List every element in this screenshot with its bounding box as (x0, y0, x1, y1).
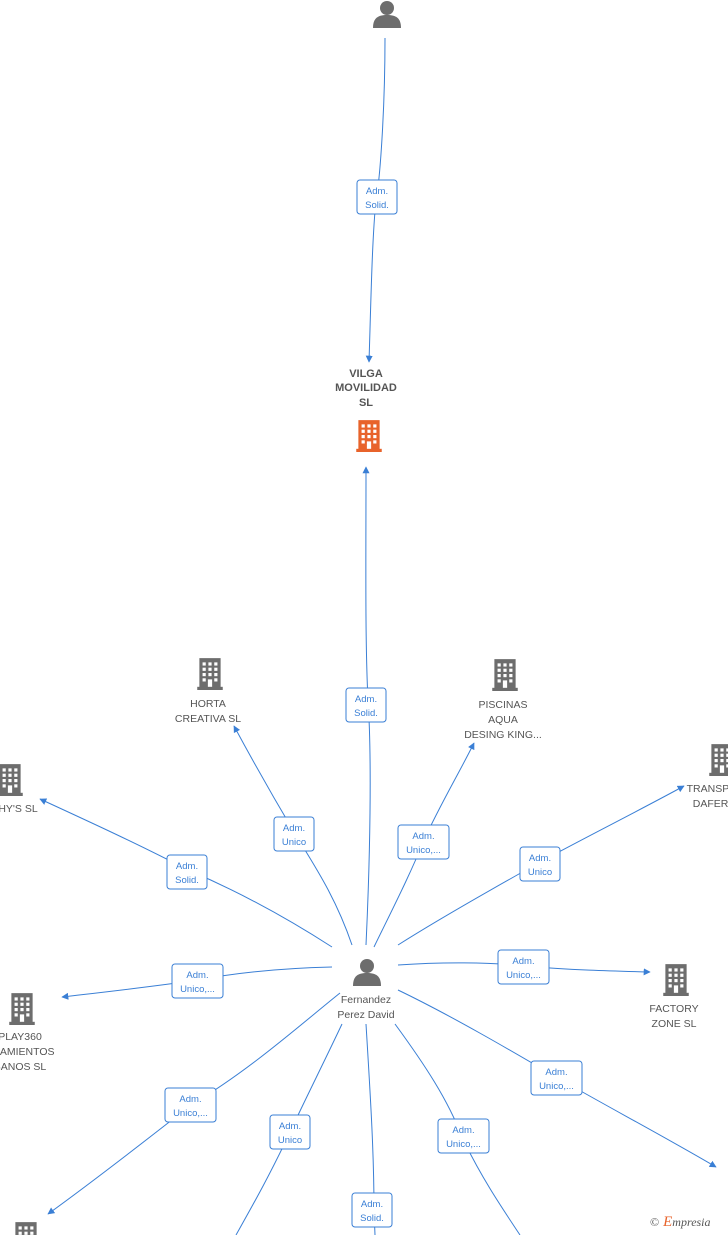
node-top-person[interactable] (373, 1, 401, 28)
svg-text:Adm.: Adm. (529, 853, 551, 864)
brand-logo-initial: E (663, 1214, 673, 1230)
edge-label-fer-to-vilga[interactable]: Adm. Solid. (345, 687, 387, 723)
svg-text:PISCINAS: PISCINAS (478, 699, 527, 711)
edge-labels: Adm. Solid. Adm. Solid. Adm. Unico Adm. … (164, 179, 583, 1228)
edge-label-fer-to-factory[interactable]: Adm. Unico,... (497, 949, 550, 985)
edge-label-fer-to-bottom-left[interactable]: Adm. Unico,... (164, 1087, 217, 1123)
building-icon (356, 420, 382, 452)
svg-text:SL: SL (359, 397, 373, 409)
svg-text:Unico,...: Unico,... (446, 1139, 481, 1150)
svg-text:Adm.: Adm. (279, 1121, 301, 1132)
copyright-symbol: © (650, 1215, 660, 1229)
empresia-watermark: ©Empresia (650, 1214, 711, 1231)
svg-text:Solid.: Solid. (175, 875, 199, 886)
svg-text:HY'S SL: HY'S SL (0, 803, 38, 815)
node-piscinas[interactable]: PISCINAS AQUA DESING KING... (464, 659, 542, 741)
svg-text:Adm.: Adm. (512, 956, 534, 967)
edge-label-fer-to-bottom-c[interactable]: Adm. Unico,... (437, 1118, 490, 1154)
building-icon (9, 993, 35, 1025)
edge-label-fer-to-piscinas[interactable]: Adm. Unico,... (397, 824, 450, 860)
building-icon (709, 744, 728, 776)
svg-text:Unico,...: Unico,... (506, 970, 541, 981)
svg-text:AQUA: AQUA (488, 714, 518, 726)
svg-text:Adm.: Adm. (283, 823, 305, 834)
person-icon (353, 959, 381, 986)
svg-text:VILGA: VILGA (349, 368, 383, 380)
svg-text:Unico,...: Unico,... (406, 845, 441, 856)
svg-text:Solid.: Solid. (365, 200, 389, 211)
edges (39, 37, 717, 1235)
node-horta[interactable]: HORTA CREATIVA SL (175, 658, 241, 725)
edge-label-fer-to-transpo[interactable]: Adm. Unico (519, 846, 561, 882)
node-factory[interactable]: FACTORY ZONE SL (649, 964, 699, 1030)
building-icon (492, 659, 518, 691)
svg-text:Perez David: Perez David (337, 1009, 394, 1021)
edge-label-fer-to-play360[interactable]: Adm. Unico,... (171, 963, 224, 999)
building-icon (663, 964, 689, 996)
svg-text:Unico,...: Unico,... (173, 1108, 208, 1119)
svg-text:Adm.: Adm. (545, 1067, 567, 1078)
edge-label-fer-to-right-bottom[interactable]: Adm. Unico,... (530, 1060, 583, 1096)
svg-text:DESING KING...: DESING KING... (464, 729, 542, 741)
svg-text:Adm.: Adm. (355, 694, 377, 705)
svg-text:Unico: Unico (278, 1135, 302, 1146)
node-hys[interactable]: HY'S SL (0, 764, 38, 815)
edge-label-fer-to-bottom-b[interactable]: Adm. Solid. (351, 1192, 393, 1228)
svg-text:BANOS SL: BANOS SL (0, 1061, 46, 1073)
edge-label-fer-to-bottom-a[interactable]: Adm. Unico (269, 1114, 311, 1150)
svg-text:Fernandez: Fernandez (341, 994, 391, 1006)
node-vilga[interactable]: VILGA MOVILIDAD SL (335, 368, 397, 452)
building-icon (197, 658, 223, 690)
svg-text:HORTA: HORTA (190, 698, 226, 710)
node-transpo[interactable]: TRANSPO DAFERI (687, 744, 728, 810)
node-bottom-left[interactable] (13, 1222, 39, 1235)
node-fernandez[interactable]: Fernandez Perez David (337, 959, 395, 1021)
svg-text:Adm.: Adm. (361, 1199, 383, 1210)
svg-text:Unico,...: Unico,... (180, 984, 215, 995)
edge-label-fer-to-hys[interactable]: Adm. Solid. (166, 854, 208, 890)
svg-text:Adm.: Adm. (412, 831, 434, 842)
brand-logo-text: mpresia (672, 1215, 711, 1229)
svg-text:MOVILIDAD: MOVILIDAD (335, 382, 397, 394)
svg-text:ZONE SL: ZONE SL (652, 1018, 697, 1030)
svg-text:JIPAMIENTOS: JIPAMIENTOS (0, 1046, 55, 1058)
svg-text:Unico: Unico (528, 867, 552, 878)
svg-text:TRANSPO: TRANSPO (687, 783, 728, 795)
building-icon (13, 1222, 39, 1235)
edge-label-top-to-vilga[interactable]: Adm. Solid. (356, 179, 398, 215)
svg-text:Adm.: Adm. (176, 861, 198, 872)
svg-text:FACTORY: FACTORY (649, 1003, 698, 1015)
svg-text:Adm.: Adm. (366, 186, 388, 197)
svg-text:Solid.: Solid. (354, 708, 378, 719)
person-icon (373, 1, 401, 28)
svg-text:Adm.: Adm. (452, 1125, 474, 1136)
svg-text:Adm.: Adm. (179, 1094, 201, 1105)
svg-text:DAFERI: DAFERI (693, 798, 728, 810)
svg-text:PLAY360: PLAY360 (0, 1031, 42, 1043)
svg-text:Unico,...: Unico,... (539, 1081, 574, 1092)
svg-text:CREATIVA SL: CREATIVA SL (175, 713, 241, 725)
svg-text:Solid.: Solid. (360, 1213, 384, 1224)
svg-text:Unico: Unico (282, 837, 306, 848)
building-icon (0, 764, 23, 796)
node-play360[interactable]: PLAY360 JIPAMIENTOS BANOS SL (0, 993, 55, 1073)
svg-text:Adm.: Adm. (186, 970, 208, 981)
edge-label-fer-to-horta[interactable]: Adm. Unico (273, 816, 315, 852)
